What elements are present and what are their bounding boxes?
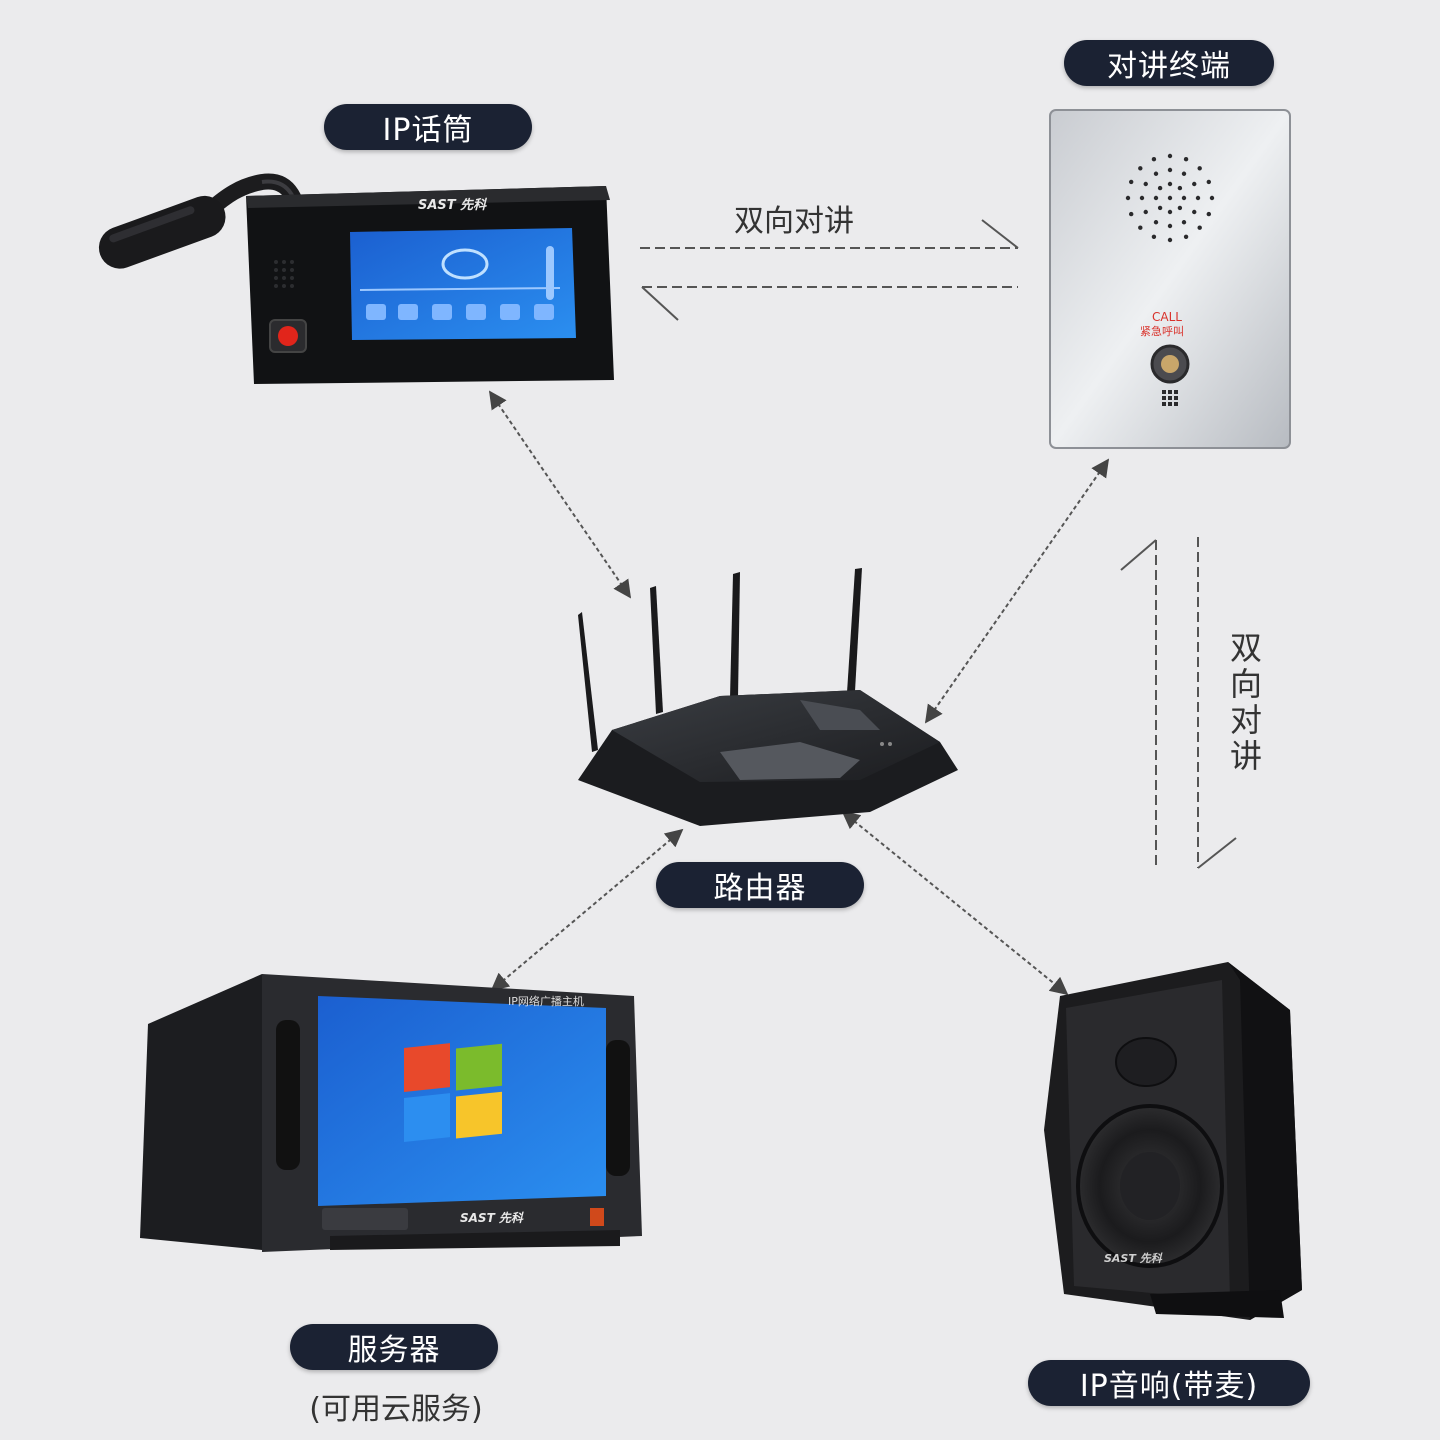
router-label: 路由器 — [656, 862, 864, 908]
grille-hole — [1157, 205, 1163, 211]
call-subtext: 紧急呼叫 — [1140, 325, 1184, 338]
grille-hole — [1177, 205, 1183, 211]
grille-hole — [1167, 181, 1173, 187]
grille-hole — [1167, 167, 1173, 173]
ip-speaker-device — [1044, 962, 1302, 1320]
grille-hole — [1125, 195, 1131, 201]
grille-hole — [1181, 195, 1187, 201]
grille-hole — [1157, 185, 1163, 191]
vertical-char: 对 — [1229, 701, 1262, 739]
server-label: 服务器 — [290, 1324, 498, 1370]
grille-hole — [1167, 153, 1173, 159]
grille-hole — [1153, 195, 1159, 201]
ip-mic-device — [98, 173, 614, 384]
intercom-terminal-label: 对讲终端 — [1064, 40, 1274, 86]
grille-hole — [1167, 209, 1173, 215]
router-device — [578, 568, 958, 826]
grille-hole — [1153, 220, 1159, 225]
server-screen-title: IP网络广播主机 — [508, 995, 584, 1008]
mic-router-link — [488, 390, 632, 599]
grille-hole — [1139, 195, 1145, 201]
grille-hole — [1151, 234, 1157, 240]
speaker-brand-text: SAST 先科 — [1104, 1252, 1162, 1265]
mic-to-terminal-arrow — [640, 219, 1019, 249]
grille-hole — [1192, 209, 1197, 215]
call-text: CALL — [1152, 310, 1182, 324]
grille-hole — [1138, 166, 1143, 171]
grille-hole — [1138, 225, 1143, 230]
grille-hole — [1183, 156, 1189, 162]
intercom-terminal-device — [1049, 109, 1291, 449]
grille-hole — [1197, 225, 1202, 230]
terminal-to-speaker-arrow — [1197, 537, 1237, 869]
vertical-char: 讲 — [1229, 737, 1262, 775]
grille-hole — [1183, 234, 1189, 240]
ip-mic-brand-text: SAST 先科 — [418, 198, 487, 213]
grille-hole — [1143, 209, 1148, 215]
grille-hole — [1128, 211, 1134, 217]
speaker-router-link — [841, 810, 1069, 996]
grille-hole — [1209, 195, 1215, 201]
terminal-router-link — [924, 458, 1110, 724]
grille-hole — [1153, 171, 1159, 176]
grille-hole — [1167, 223, 1173, 229]
vertical-char: 向 — [1229, 665, 1262, 703]
terminal-speaker-link-label: 双 向 对 讲 — [1226, 630, 1266, 774]
grille-hole — [1143, 181, 1148, 187]
grille-hole — [1195, 195, 1201, 201]
grille-hole — [1206, 211, 1212, 217]
ip-speaker-label: IP音响(带麦) — [1028, 1360, 1310, 1406]
vertical-char: 双 — [1229, 629, 1262, 667]
grille-hole — [1206, 179, 1212, 185]
grille-hole — [1181, 220, 1187, 225]
server-sublabel: (可用云服务) — [309, 1392, 483, 1427]
mic-terminal-link-label: 双向对讲 — [734, 204, 854, 239]
grille-hole — [1151, 156, 1157, 162]
grille-hole — [1192, 181, 1197, 187]
server-device — [140, 974, 642, 1252]
server-router-link — [490, 828, 684, 992]
terminal-to-mic-arrow — [641, 286, 1018, 321]
grille-hole — [1181, 171, 1187, 176]
grille-hole — [1177, 185, 1183, 191]
grille-hole — [1197, 166, 1202, 171]
grille-hole — [1128, 179, 1134, 185]
ip-mic-label: IP话筒 — [324, 104, 532, 150]
speaker-to-terminal-arrow — [1120, 539, 1157, 870]
server-brand-text: SAST 先科 — [460, 1211, 523, 1225]
grille-hole — [1167, 195, 1173, 201]
grille-hole — [1167, 237, 1173, 243]
